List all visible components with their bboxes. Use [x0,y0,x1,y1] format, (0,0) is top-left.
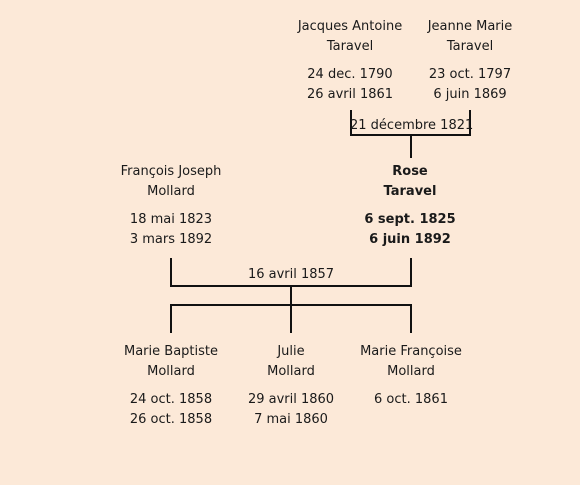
father-birth-date: 18 mai 1823 [129,212,213,227]
child-death-date [336,410,486,430]
child-last-name: Mollard [147,364,195,379]
child-card[interactable]: Marie Baptiste Mollard 24 oct. 1858 26 o… [96,342,246,430]
parents-marriage-date: 16 avril 1857 [247,267,335,282]
child-birth-date: 6 oct. 1861 [374,392,448,407]
parents-marriage-bar [170,285,412,287]
child-last-name: Mollard [387,364,435,379]
mother-drop-line [410,258,412,287]
child-last-name: Mollard [267,364,315,379]
child-card[interactable]: Marie Françoise Mollard 6 oct. 1861 [336,342,486,430]
father-drop-line [170,258,172,287]
grandfather-birth-date: 24 dec. 1790 [307,67,393,82]
grandfather-last-name: Taravel [326,39,374,54]
grandfather-card[interactable]: Jacques Antoine Taravel 24 dec. 1790 26 … [275,17,425,105]
child-death-date: 7 mai 1860 [254,412,328,427]
grandmother-last-name: Taravel [446,39,494,54]
mother-death-date: 6 juin 1892 [369,232,451,247]
child-death-date: 26 oct. 1858 [129,412,213,427]
grandfather-first-name: Jacques Antoine [297,19,403,34]
grandmother-first-name: Jeanne Marie [427,19,513,34]
child-card[interactable]: Julie Mollard 29 avril 1860 7 mai 1860 [216,342,366,430]
child-birth-date: 29 avril 1860 [247,392,335,407]
grandfather-death-date: 26 avril 1861 [306,87,394,102]
father-card[interactable]: François Joseph Mollard 18 mai 1823 3 ma… [96,162,246,250]
grandmother-birth-date: 23 oct. 1797 [428,67,512,82]
child-birth-date: 24 oct. 1858 [129,392,213,407]
father-death-date: 3 mars 1892 [129,232,213,247]
child-3-drop-line [410,304,412,333]
father-last-name: Mollard [147,184,195,199]
grandmother-death-date: 6 juin 1869 [433,87,507,102]
mother-last-name: Taravel [383,184,437,199]
grandparents-marriage-date: 21 décembre 1821 [350,118,474,133]
father-first-name: François Joseph [120,164,222,179]
children-trunk-line [290,287,292,305]
grandparents-marriage-bar [350,134,471,136]
mother-card[interactable]: Rose Taravel 6 sept. 1825 6 juin 1892 [335,162,485,250]
child-first-name: Marie Baptiste [124,344,218,359]
grandmother-card[interactable]: Jeanne Marie Taravel 23 oct. 1797 6 juin… [395,17,545,105]
mother-birth-date: 6 sept. 1825 [364,212,456,227]
grandmother-drop-line [469,110,471,136]
grandfather-drop-line [350,110,352,136]
child-2-drop-line [290,304,292,333]
child-first-name: Marie Françoise [360,344,462,359]
grandparents-to-rose-line [410,136,412,158]
mother-first-name: Rose [392,164,428,179]
child-first-name: Julie [277,344,305,359]
child-1-drop-line [170,304,172,333]
